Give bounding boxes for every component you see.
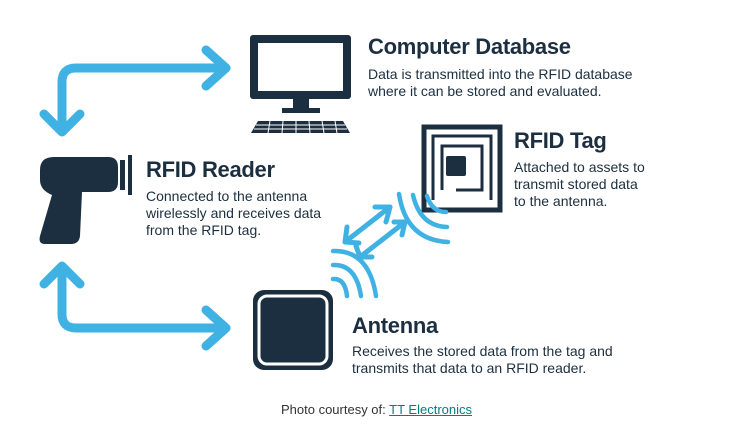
rfid-reader-title: RFID Reader	[146, 157, 275, 182]
tag-desc-line: Attached to assets to	[514, 159, 645, 175]
caption-prefix: Photo courtesy of:	[280, 402, 390, 417]
reader-to-computer-arrow	[39, 45, 231, 137]
rfid-tag-block: RFID Tag Attached to assets to transmit …	[514, 128, 645, 210]
computer-desc-line: Data is transmitted into the RFID databa…	[368, 66, 633, 82]
rfid-tag-icon	[421, 124, 503, 213]
computer-desc-line: where it can be stored and evaluated.	[368, 83, 602, 99]
antenna-block: Antenna Receives the stored data from th…	[352, 313, 613, 377]
rfid-tag-title: RFID Tag	[514, 128, 607, 153]
handheld-scanner-icon	[39, 155, 132, 244]
tag-desc-line: transmit stored data	[514, 176, 638, 192]
tag-antenna-double-arrow	[342, 204, 408, 260]
computer-monitor-keyboard-icon	[250, 35, 351, 134]
reader-desc-line: from the RFID tag.	[146, 222, 262, 238]
computer-database-title: Computer Database	[368, 34, 571, 59]
antenna-square-icon	[253, 290, 333, 370]
antenna-description: Receives the stored data from the tag an…	[352, 343, 613, 377]
antenna-desc-line: transmits that data to an RFID reader.	[352, 360, 587, 376]
rfid-reader-description: Connected to the antenna wirelessly and …	[146, 188, 321, 239]
antenna-title: Antenna	[352, 313, 438, 338]
computer-database-block: Computer Database Data is transmitted in…	[368, 34, 633, 100]
antenna-to-reader-arrow	[39, 261, 231, 351]
rfid-tag-description: Attached to assets to transmit stored da…	[514, 159, 645, 210]
reader-desc-line: Connected to the antenna	[146, 188, 308, 204]
photo-caption: Photo courtesy of: TT Electronics	[0, 402, 753, 417]
tag-desc-line: to the antenna.	[514, 193, 608, 209]
tag-signal-waves-icon	[396, 191, 451, 245]
antenna-desc-line: Receives the stored data from the tag an…	[352, 343, 613, 359]
computer-database-description: Data is transmitted into the RFID databa…	[368, 66, 633, 100]
rfid-reader-block: RFID Reader Connected to the antenna wir…	[146, 157, 321, 239]
tt-electronics-link[interactable]: TT Electronics	[389, 402, 472, 417]
reader-desc-line: wirelessly and receives data	[146, 205, 322, 221]
antenna-signal-waves-icon	[330, 248, 379, 299]
